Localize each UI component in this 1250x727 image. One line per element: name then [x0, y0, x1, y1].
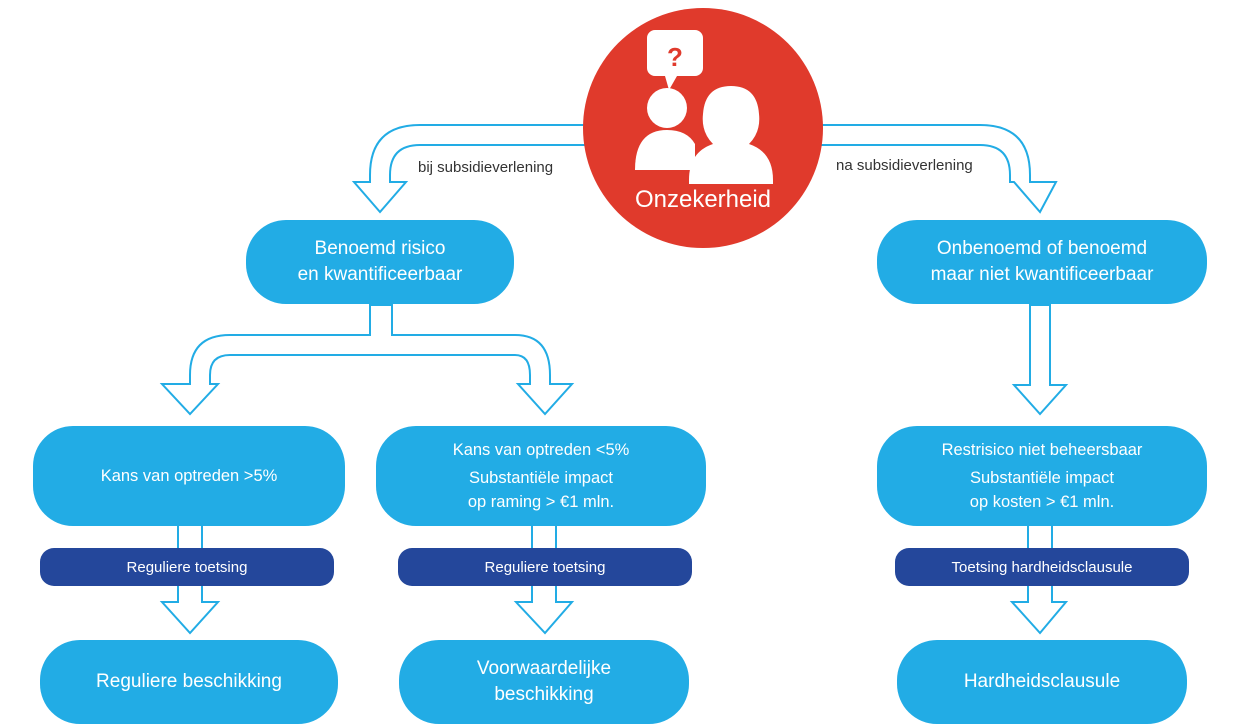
node-text-line: beschikking	[494, 684, 594, 705]
node-text-line: Voorwaardelijke	[476, 658, 612, 679]
people-question-icon: ?	[635, 30, 773, 184]
review-bar-b: Reguliere toetsing	[398, 548, 692, 586]
node-text-line: Restrisico niet beheersbaar	[941, 441, 1143, 459]
center-node: ? Onzekerheid	[583, 8, 823, 248]
arrow-center-to-right	[817, 124, 1058, 214]
node-text-line: op raming > €1 mln.	[467, 493, 615, 511]
review-bar-c: Toetsing hardheidsclausule	[895, 548, 1189, 586]
svg-text:?: ?	[667, 42, 683, 72]
node-text-line: Onbenoemd of benoemd	[936, 238, 1148, 259]
arrow-left-split	[159, 304, 575, 416]
node-voorwaardelijke-beschikking: Voorwaardelijke beschikking	[399, 640, 689, 724]
node-text-line: Reguliere beschikking	[96, 671, 282, 692]
node-kans-kleiner-5: Kans van optreden <5% Substantiële impac…	[376, 426, 706, 526]
node-text-line: Kans van optreden <5%	[452, 441, 630, 459]
node-onbenoemd: Onbenoemd of benoemd maar niet kwantific…	[877, 220, 1207, 304]
node-benoemd-risico: Benoemd risico en kwantificeerbaar	[246, 220, 514, 304]
node-reguliere-beschikking: Reguliere beschikking	[40, 640, 338, 724]
node-restrisico: Restrisico niet beheersbaar Substantiële…	[877, 426, 1207, 526]
node-text-line: en kwantificeerbaar	[297, 264, 463, 285]
node-text-line: op kosten > €1 mln.	[969, 493, 1115, 511]
node-text-line: maar niet kwantificeerbaar	[930, 264, 1154, 285]
node-text-line: Hardheidsclausule	[963, 671, 1121, 692]
node-text-line: Substantiële impact	[970, 469, 1114, 487]
center-label: Onzekerheid	[634, 186, 772, 213]
node-hardheidsclausule: Hardheidsclausule	[897, 640, 1187, 724]
node-text-line: Benoemd risico	[314, 238, 446, 259]
node-kans-groter-5: Kans van optreden >5%	[33, 426, 345, 526]
edge-label-left: bij subsidieverlening	[418, 159, 554, 176]
node-text-line: Substantiële impact	[469, 469, 613, 487]
arrow-right-down	[1011, 304, 1069, 416]
review-bar-a: Reguliere toetsing	[40, 548, 334, 586]
edge-label-right: na subsidieverlening	[836, 157, 973, 174]
arrow-center-to-left	[351, 124, 591, 214]
node-text-line: Kans van optreden >5%	[100, 467, 278, 485]
